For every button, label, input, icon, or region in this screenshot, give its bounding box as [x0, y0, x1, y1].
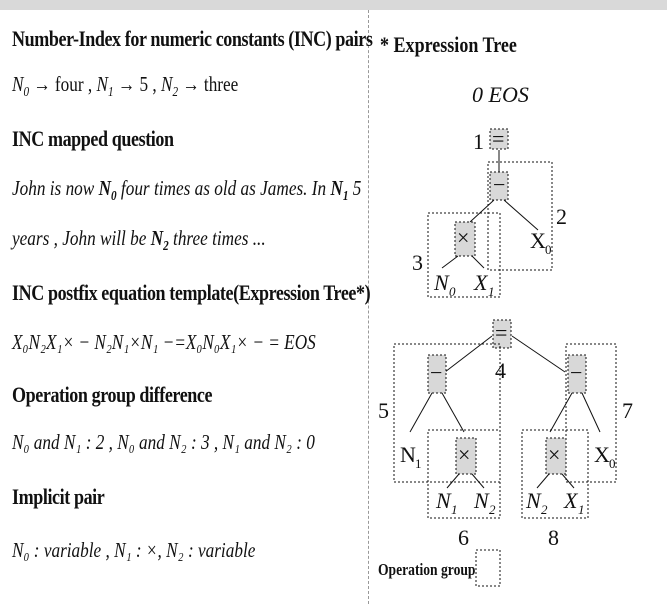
node-number-7: 7	[622, 398, 633, 423]
leaf-n2-group8: N	[525, 488, 542, 513]
column-divider	[368, 10, 369, 604]
leaf-x0-lower: X	[594, 442, 610, 467]
operation-group-difference-values: N₀ and N₁ : 2 , N₀ and N₂ : 3 , N₁ and N…	[12, 430, 315, 454]
minus-node-7	[567, 354, 587, 394]
edge-2-x0	[503, 199, 539, 231]
legend-group-box	[475, 549, 501, 587]
minus-node-2	[489, 171, 509, 201]
svg-text:1: 1	[578, 502, 585, 517]
equals-symbol-4: =	[495, 320, 507, 345]
equals-node-4	[492, 319, 512, 349]
postfix-equation: X₀N₂X₁× − N₂N₁×N₁ −=X₀N₀X₁× − = EOS	[12, 330, 316, 354]
node-number-8: 8	[548, 525, 559, 550]
top-bar	[0, 0, 667, 10]
times-symbol-3: ×	[457, 225, 469, 250]
times-node-3	[454, 221, 476, 257]
edge-7-8	[549, 392, 573, 433]
node-number-2: 2	[556, 204, 567, 229]
equals-symbol-1: =	[492, 126, 504, 151]
times-node-8	[545, 437, 567, 475]
operation-group-7	[565, 343, 617, 483]
edge-7-x0	[581, 392, 601, 433]
leaf-n1-lower: N	[400, 442, 416, 467]
node-number-1: 1	[473, 129, 484, 154]
node-number-3: 3	[412, 250, 423, 275]
leaf-x1-upper: X	[473, 270, 489, 295]
operation-group-5	[393, 343, 501, 483]
edge-6-n2	[471, 473, 485, 489]
heading-postfix-template: INC postfix equation template(Expression…	[12, 280, 371, 305]
inc-pairs-line: N0 → four , N1 → 5 , N2 → three	[12, 72, 239, 99]
svg-text:1: 1	[415, 456, 422, 471]
operation-group-6	[427, 429, 501, 519]
svg-text:2: 2	[489, 502, 496, 517]
minus-symbol-5: −	[430, 360, 442, 385]
minus-symbol-2: −	[493, 172, 505, 197]
times-symbol-6: ×	[458, 442, 470, 467]
edge-5-n1	[409, 392, 433, 433]
minus-node-5	[427, 354, 447, 394]
edge-8-x1	[561, 473, 575, 489]
svg-text:1: 1	[488, 284, 495, 299]
svg-text:1: 1	[451, 502, 458, 517]
tree-title: * Expression Tree	[380, 33, 517, 57]
operation-group-2	[487, 161, 553, 271]
implicit-pair-values: N₀ : variable , N₁ : ×, N₂ : variable	[12, 538, 256, 562]
minus-symbol-7: −	[570, 360, 582, 385]
leaf-n0-upper: N	[433, 270, 450, 295]
eos-label: 0 EOS	[472, 82, 529, 107]
times-symbol-8: ×	[548, 442, 560, 467]
svg-text:0: 0	[609, 456, 616, 471]
equals-node-1	[489, 128, 509, 150]
edge-4-7	[511, 335, 566, 373]
svg-text:2: 2	[541, 502, 548, 517]
leaf-x1-group8: X	[563, 488, 579, 513]
edge-3-n0	[441, 255, 459, 269]
edge-3-x1	[471, 255, 485, 269]
leaf-n1-group6: N	[435, 488, 452, 513]
heading-operation-group-difference: Operation group difference	[12, 382, 213, 407]
legend-label: Operation group	[378, 561, 475, 580]
svg-text:0: 0	[545, 242, 552, 257]
operation-group-8	[521, 429, 589, 519]
heading-mapped-question: INC mapped question	[12, 126, 174, 151]
times-node-6	[455, 437, 477, 475]
edge-2-3	[469, 199, 495, 223]
edge-8-n2	[536, 473, 550, 489]
question-line-1: John is now N0 four times as old as Jame…	[12, 176, 362, 203]
node-number-6: 6	[458, 525, 469, 550]
heading-implicit-pair: Implicit pair	[12, 484, 105, 509]
edge-5-6	[441, 392, 465, 433]
operation-group-3	[427, 212, 501, 298]
edge-4-5	[444, 335, 493, 373]
edge-6-n1	[446, 473, 460, 489]
question-line-2: years , John will be N2 three times ...	[12, 226, 266, 253]
leaf-x0-upper: X	[530, 228, 546, 253]
heading-inc-pairs: Number-Index for numeric constants (INC)…	[12, 26, 373, 51]
svg-text:0: 0	[449, 284, 456, 299]
node-number-5: 5	[378, 398, 389, 423]
leaf-n2-group6: N	[473, 488, 490, 513]
